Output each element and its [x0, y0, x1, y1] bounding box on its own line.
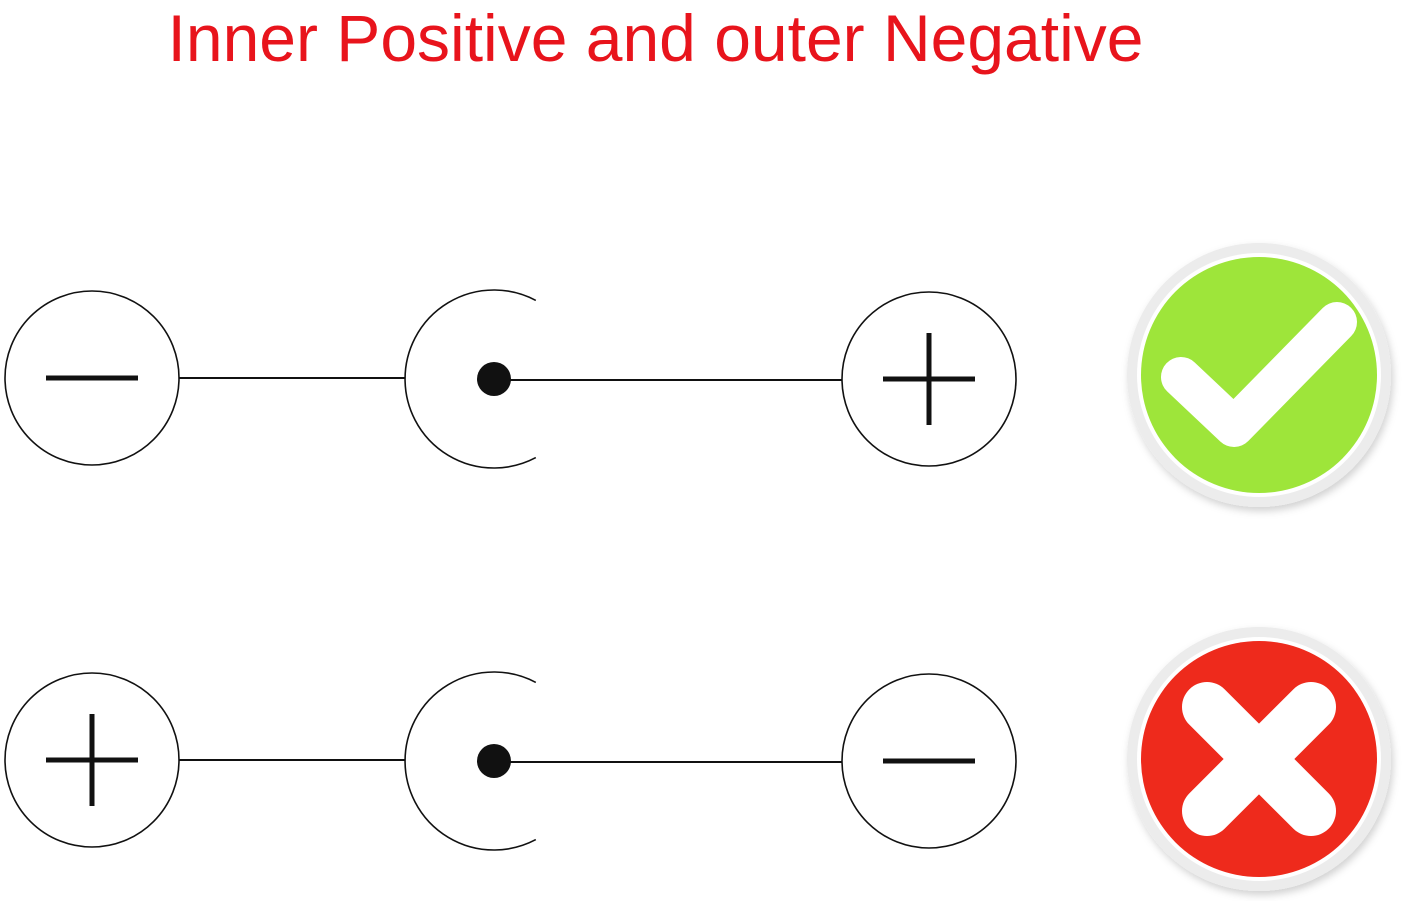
checkmark-stroke — [1161, 302, 1357, 447]
terminal-minus-right — [841, 673, 1017, 849]
center-pin-dot — [477, 362, 511, 396]
terminal-minus-left — [4, 290, 180, 466]
outer-sleeve-arc — [404, 289, 537, 469]
dc-barrel-jack-symbol — [404, 671, 537, 851]
status-badge-correct — [1127, 243, 1391, 507]
status-badge-incorrect — [1127, 627, 1391, 891]
terminal-plus-left — [4, 672, 180, 848]
terminal-plus-right — [841, 291, 1017, 467]
polarity-row-reversed-polarity — [4, 627, 1391, 891]
checkmark-icon — [1161, 302, 1357, 447]
polarity-row-correct-polarity — [4, 243, 1391, 507]
cross-stroke-b — [1182, 682, 1336, 836]
dc-barrel-jack-symbol — [404, 289, 537, 469]
cross-icon — [1182, 682, 1336, 836]
page-title: Inner Positive and outer Negative — [167, 1, 1144, 75]
center-pin-dot — [477, 744, 511, 778]
outer-sleeve-arc — [404, 671, 537, 851]
